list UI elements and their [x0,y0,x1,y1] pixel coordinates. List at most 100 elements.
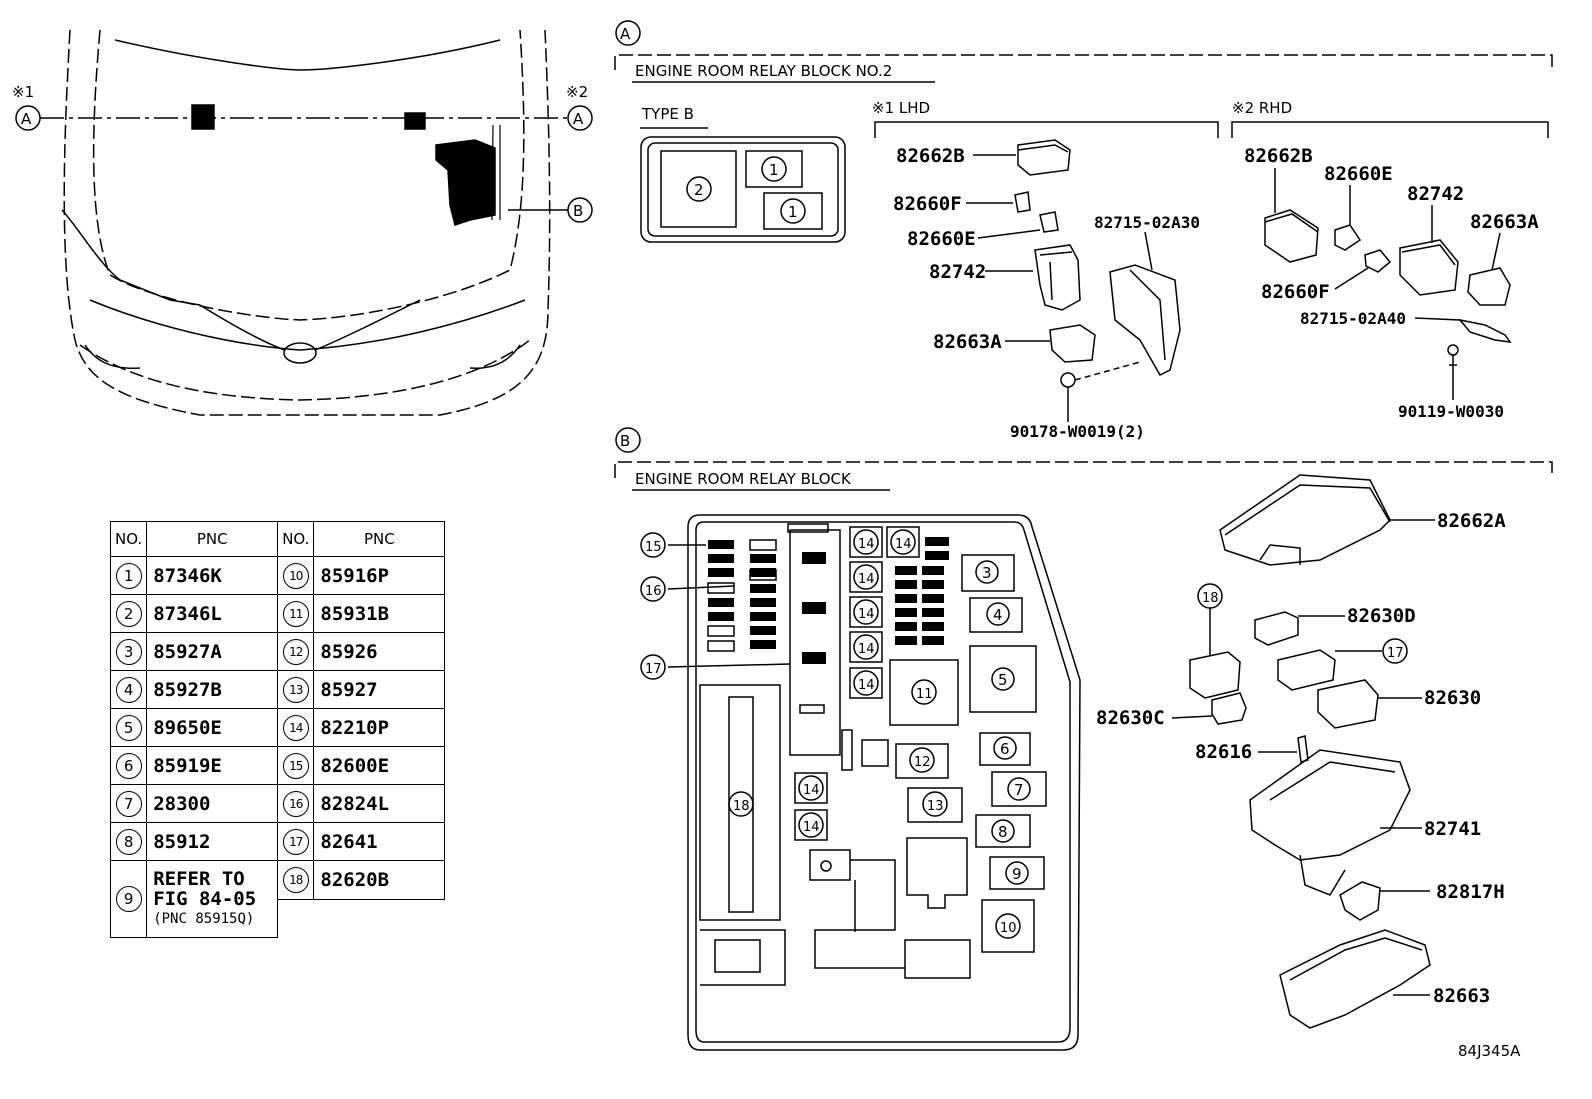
fuse-bank-right [895,537,949,645]
table-row: 3 85927A 12 85926 [109,632,446,671]
pnc-cell: 85912 [146,822,279,861]
callout-a-left-label: A [21,110,32,128]
section-a-title: ENGINE ROOM RELAY BLOCK NO.2 [635,62,892,80]
section-b-bracket [614,461,1553,478]
table-row: 7 28300 16 82824L [109,784,446,823]
block-num-12: 12 [914,755,931,770]
row-number: 16 [282,790,309,817]
block-number-circles [640,529,1031,939]
section-b-parts-sketch [1171,474,1435,1029]
part-82616: 82616 [1195,741,1252,763]
pnc-cell: 85916P [313,556,446,595]
pnc-table-header: NO. PNC NO. PNC [109,521,446,557]
block-num-3: 3 [982,564,992,582]
part-ref-17: 17 [1387,646,1404,661]
refer-line-1: REFER TO [153,868,245,890]
refer-cell: REFER TO FIG 84-05 (PNC 85915Q) [146,860,279,938]
lhd-part-90178-w0019: 90178-W0019(2) [1010,422,1145,441]
section-b-marker-label: B [620,432,630,450]
section-a-marker-label: A [620,25,631,43]
ref-18-circle [1197,583,1223,609]
pnc-cell: 85926 [313,632,446,671]
row-number: 9 [115,886,142,912]
row-number: 1 [115,562,142,589]
pnc-table: NO. PNC NO. PNC 1 87346K 10 85916P 2 873… [109,521,446,938]
block-num-13: 13 [927,799,944,814]
pnc-cell: 85919E [146,746,279,785]
callout-a-right-label: A [573,110,584,128]
block-num-5: 5 [998,671,1008,689]
block-num-11: 11 [916,687,933,702]
row-number: 6 [115,752,142,779]
block-num-8: 8 [998,823,1008,841]
row-number: 11 [282,600,309,627]
table-row: 5 89650E 14 82210P [109,708,446,747]
block-num-9: 9 [1012,865,1022,883]
pnc-cell: 87346K [146,556,279,595]
type-b-slot-1a: 1 [769,161,779,179]
rhd-part-82663a: 82663A [1470,211,1539,233]
lhd-label: ※1 LHD [872,99,930,117]
section-b-marker [615,427,641,453]
pnc-cell: 89650E [146,708,279,747]
pnc-cell: 28300 [146,784,279,823]
engine-room-relay-block-plan [667,514,1081,1051]
table-row: 8 85912 17 82641 [109,822,446,861]
part-ref-18: 18 [1202,591,1219,606]
rhd-part-82742: 82742 [1407,183,1464,205]
section-b-title: ENGINE ROOM RELAY BLOCK [635,470,852,488]
block-num-18: 18 [733,799,750,814]
type-b-relay-block [640,136,846,243]
pnc-cell: 82620B [313,860,446,900]
row-number: 7 [115,790,142,817]
lhd-part-82660e: 82660E [907,228,976,250]
ref-17-circle [1382,638,1408,664]
block-num-6: 6 [1000,740,1010,758]
row-number: 10 [282,562,309,589]
table-row: 2 87346L 11 85931B [109,594,446,633]
row-number: 4 [115,676,142,703]
part-82630c: 82630C [1096,707,1165,729]
block-num-14c: 14 [858,572,875,587]
pnc-cell: 85931B [313,594,446,633]
row-number: 8 [115,828,142,855]
note-2-marker: ※2 [566,83,588,101]
section-a-marker [615,20,641,46]
lhd-part-82715-02a30: 82715-02A30 [1094,213,1200,232]
row-number: 2 [115,600,142,627]
pnc-cell: 85927 [313,670,446,709]
rhd-part-82660f: 82660F [1261,281,1330,303]
rhd-parts-sketch [1264,168,1512,400]
part-82630d: 82630D [1347,605,1416,627]
block-num-10: 10 [1000,921,1017,936]
part-82817h: 82817H [1436,881,1505,903]
callout-a-left [15,105,41,131]
rhd-part-82660e: 82660E [1324,163,1393,185]
rhd-part-82715-02a40: 82715-02A40 [1300,309,1406,328]
row-number: 3 [115,638,142,665]
table-empty-cell [277,898,445,938]
block-num-14h: 14 [803,820,820,835]
row-number: 5 [115,714,142,741]
type-b-slot-1b: 1 [788,203,798,221]
type-b-label: TYPE B [641,105,694,123]
header-no-left: NO. [109,521,148,557]
pnc-cell: 82824L [313,784,446,823]
figure-id: 84J345A [1458,1042,1521,1060]
part-82662a: 82662A [1437,510,1506,532]
table-row: 1 87346K 10 85916P [109,556,446,595]
lhd-part-82660f: 82660F [893,193,962,215]
row-number: 14 [282,714,309,741]
table-row: 9 REFER TO FIG 84-05 (PNC 85915Q) 18 826… [109,860,446,938]
pnc-cell: 82600E [313,746,446,785]
row-number: 15 [282,752,309,779]
block-num-14b: 14 [895,537,912,552]
lhd-parts-sketch [966,139,1181,422]
table-row: 4 85927B 13 85927 [109,670,446,709]
note-1-marker: ※1 [12,83,34,101]
block-num-14d: 14 [858,607,875,622]
lhd-part-82742: 82742 [929,261,986,283]
block-num-7: 7 [1014,781,1024,799]
part-82663: 82663 [1433,985,1490,1007]
